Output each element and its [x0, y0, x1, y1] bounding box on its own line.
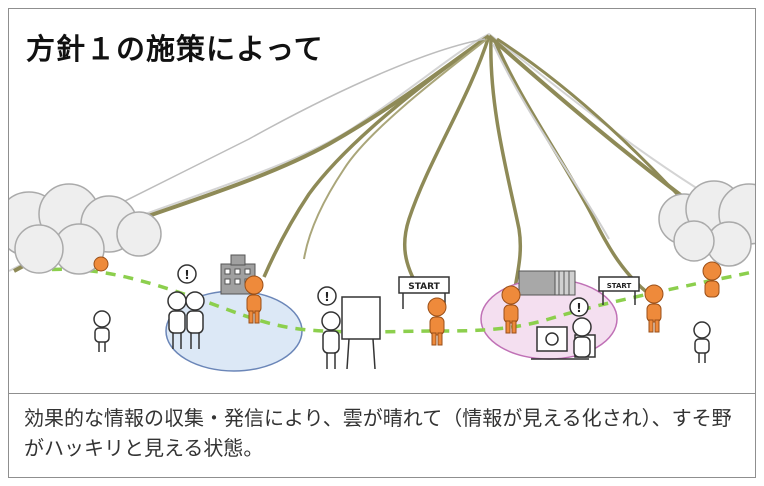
start-label-right: START	[607, 282, 632, 290]
exclaim-mark-1: !	[184, 268, 189, 282]
white-person-whiteboard	[321, 311, 341, 369]
start-sign-left: START	[398, 276, 450, 309]
orange-person-4	[644, 284, 664, 333]
whiteboard	[341, 296, 381, 370]
orange-person-5	[702, 261, 722, 298]
exclaim-bubble-2: !	[317, 286, 337, 306]
orange-person-1	[244, 275, 264, 324]
figure-caption: 効果的な情報の収集・発信により、雲が晴れて（情報が見える化され）、すそ野がハッキ…	[24, 406, 732, 460]
figure-title: 方針１の施策によって	[26, 32, 324, 66]
orange-person-6	[93, 256, 109, 272]
trail-1	[262, 34, 491, 278]
building-right	[518, 270, 576, 296]
cloud-left	[9, 183, 162, 275]
white-person-far-left	[93, 310, 111, 352]
orange-person-2	[427, 297, 447, 346]
mountain-illustration: START START	[9, 9, 755, 394]
white-person-headset	[572, 317, 592, 358]
orange-person-3	[501, 285, 521, 334]
trail-6	[303, 38, 488, 260]
exclaim-bubble-3: !	[569, 297, 589, 317]
white-person-pair	[167, 291, 205, 349]
exclaim-mark-3: !	[576, 301, 581, 315]
exclaim-bubble-1: !	[177, 264, 197, 284]
trail-4	[493, 40, 651, 296]
start-sign-right: START	[598, 276, 640, 305]
trail-8	[118, 38, 486, 205]
trail-2	[402, 35, 491, 290]
trail-3	[489, 38, 523, 295]
cloud-right	[658, 180, 755, 267]
trail-7	[492, 43, 610, 240]
white-person-far-right	[693, 321, 711, 363]
exclaim-mark-2: !	[324, 290, 329, 304]
mountain-svg: START START	[9, 32, 755, 372]
start-label-left: START	[408, 282, 440, 292]
figure-frame: START START	[8, 8, 756, 478]
